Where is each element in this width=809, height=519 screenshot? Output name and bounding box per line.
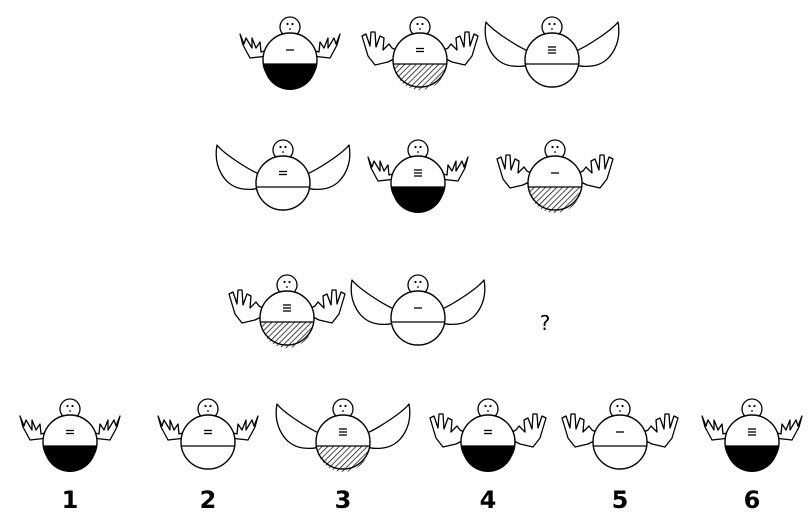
body-fill xyxy=(44,446,96,472)
body-fill xyxy=(462,446,514,472)
right-wing xyxy=(440,280,485,324)
puzzle-cell-r3-c1 xyxy=(229,275,345,348)
option-5-figure xyxy=(562,399,678,472)
option-1-label: 1 xyxy=(62,486,79,514)
option-6[interactable]: 6 xyxy=(702,399,802,514)
option-6-figure xyxy=(702,399,802,472)
option-3-figure xyxy=(276,399,410,472)
option-1[interactable]: 1 xyxy=(20,399,120,514)
body-fill xyxy=(392,187,444,213)
question-mark: ? xyxy=(540,311,551,335)
puzzle-cell-r2-c3 xyxy=(497,140,613,213)
body-fill xyxy=(594,446,646,472)
puzzle-cell-r1-c3 xyxy=(485,17,619,90)
right-wing xyxy=(574,22,619,66)
puzzle-grid xyxy=(216,17,619,348)
puzzle-cell-r2-c2 xyxy=(368,140,468,213)
answer-options: 1 2 3 4 5 6 xyxy=(20,399,802,514)
body-fill xyxy=(394,64,446,90)
option-5[interactable]: 5 xyxy=(562,399,678,514)
body-fill xyxy=(726,446,778,472)
puzzle-cell-r1-c2 xyxy=(362,17,478,90)
body-fill xyxy=(182,446,234,472)
option-3[interactable]: 3 xyxy=(276,399,410,514)
body-fill xyxy=(529,187,581,213)
body-fill xyxy=(261,322,313,348)
body-fill xyxy=(264,64,316,90)
left-wing xyxy=(485,22,530,66)
body-fill xyxy=(317,446,369,472)
body-fill xyxy=(257,187,309,213)
option-4[interactable]: 4 xyxy=(430,399,546,514)
body-fill xyxy=(526,64,578,90)
option-4-figure xyxy=(430,399,546,472)
right-wing xyxy=(305,145,350,189)
option-5-label: 5 xyxy=(612,486,629,514)
option-2-label: 2 xyxy=(200,486,217,514)
left-wing xyxy=(216,145,261,189)
option-2-figure xyxy=(158,399,258,472)
option-6-label: 6 xyxy=(744,486,761,514)
right-wing xyxy=(365,404,410,448)
left-wing xyxy=(351,280,396,324)
option-2[interactable]: 2 xyxy=(158,399,258,514)
option-3-label: 3 xyxy=(335,486,352,514)
body-fill xyxy=(392,322,444,348)
puzzle-cell-r3-c2 xyxy=(351,275,485,348)
puzzle-cell-r1-c1 xyxy=(240,17,340,90)
left-wing xyxy=(276,404,321,448)
option-4-label: 4 xyxy=(480,486,497,514)
option-1-figure xyxy=(20,399,120,472)
puzzle-cell-r2-c1 xyxy=(216,140,350,213)
